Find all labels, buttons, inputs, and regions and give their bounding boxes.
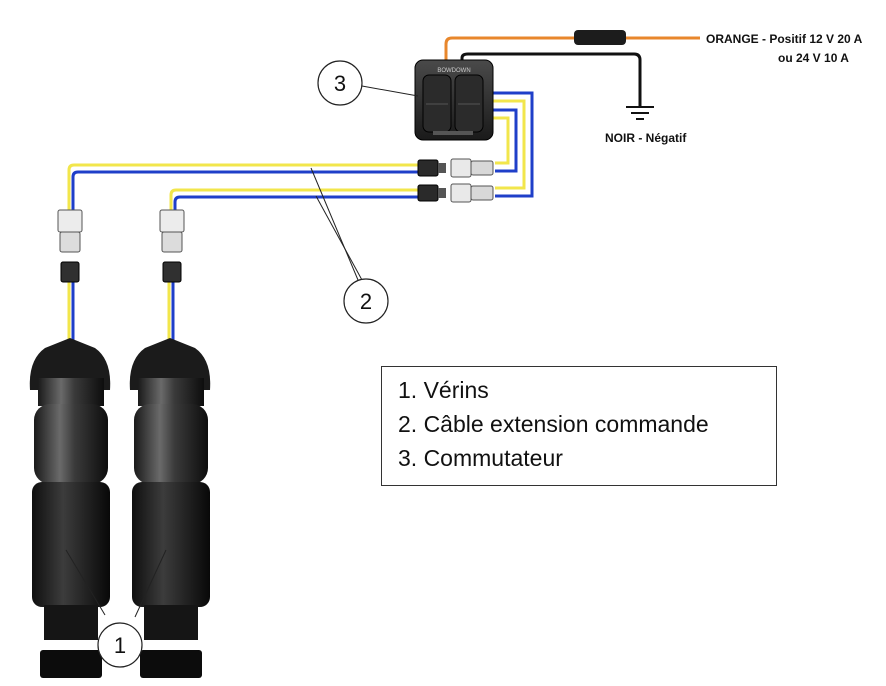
callout-1: 1 <box>65 549 167 668</box>
connector-pair-upper <box>417 158 494 178</box>
actuator-plug-left <box>57 209 83 283</box>
fuse-holder <box>574 30 626 45</box>
actuator-wires <box>67 282 175 345</box>
callout-2: 2 <box>310 167 389 324</box>
callout-3: 3 <box>317 60 419 106</box>
positive-wire <box>444 30 700 62</box>
legend-item-extension-cable: 2. Câble extension commande <box>398 411 709 437</box>
positive-wire-label-line1: ORANGE - Positif 12 V 20 A <box>706 32 863 46</box>
switch-output-wires <box>493 91 534 198</box>
actuator-right <box>129 338 211 678</box>
positive-wire-label-line2: ou 24 V 10 A <box>778 51 849 65</box>
actuator-plug-right <box>159 209 185 283</box>
negative-wire <box>460 52 642 106</box>
extension-cable-1 <box>67 163 418 210</box>
ground-icon <box>626 106 654 120</box>
switch-brand-text: BOWDOWN <box>437 68 470 74</box>
legend-item-switch: 3. Commutateur <box>398 445 563 471</box>
callout-2-number: 2 <box>360 289 372 314</box>
callout-3-number: 3 <box>334 71 346 96</box>
connector-pair-lower <box>417 183 494 203</box>
negative-wire-label: NOIR - Négatif <box>605 131 687 145</box>
rocker-switch <box>414 59 494 141</box>
actuator-left <box>29 338 111 678</box>
extension-cable-2 <box>169 188 418 210</box>
callout-1-number: 1 <box>114 633 126 658</box>
legend-item-actuators: 1. Vérins <box>398 377 489 403</box>
legend-box: 1. Vérins 2. Câble extension commande 3.… <box>381 366 777 486</box>
